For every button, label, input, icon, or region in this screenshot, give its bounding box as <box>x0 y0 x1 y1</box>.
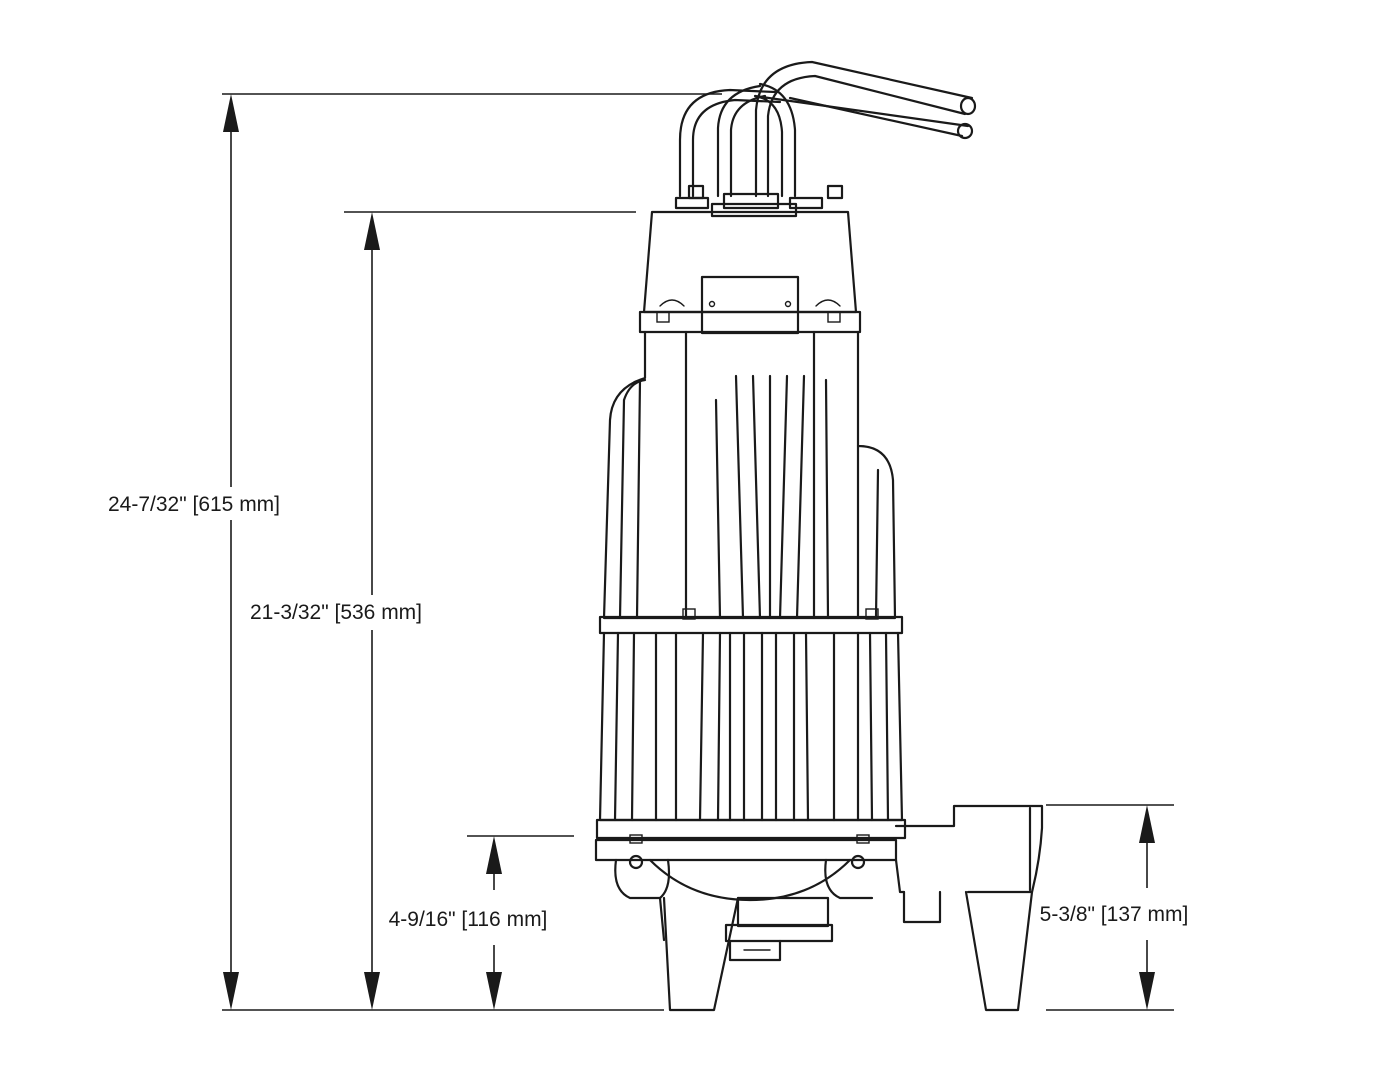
pump-leg-left <box>662 896 740 1012</box>
suction-inlet <box>724 923 834 943</box>
inlet-arrow-up <box>486 836 502 874</box>
inlet-height-label: 4-9/16" [116 mm] <box>389 908 548 931</box>
pump-illustration <box>594 60 1044 1012</box>
cable-fittings <box>674 184 844 218</box>
junction-box <box>700 275 800 335</box>
discharge-arrow-down <box>1139 972 1155 1010</box>
motor-arrow-down <box>364 972 380 1010</box>
overall-height-dimension: 24-7/32" [615 mm] <box>108 93 722 1011</box>
discharge-height-dimension: 5-3/8" [137 mm] <box>1040 804 1189 1011</box>
overall-height-label: 24-7/32" [615 mm] <box>108 493 280 516</box>
volute <box>594 804 1044 1012</box>
lower-housing <box>595 631 907 844</box>
motor-height-dimension: 21-3/32" [536 mm] <box>250 211 636 1010</box>
cable-end-upper <box>959 96 977 116</box>
motor-cap <box>638 210 862 335</box>
motor-housing <box>598 330 904 635</box>
pump-leg-right <box>964 890 1034 1012</box>
overall-arrow-down <box>223 972 239 1010</box>
discharge-arrow-up <box>1139 805 1155 843</box>
cable-end-lower <box>956 122 974 140</box>
overall-arrow-up <box>223 94 239 132</box>
discharge-height-label: 5-3/8" [137 mm] <box>1040 903 1189 926</box>
inlet-arrow-down <box>486 972 502 1010</box>
motor-height-label: 21-3/32" [536 mm] <box>250 601 422 624</box>
inlet-height-dimension: 4-9/16" [116 mm] <box>389 835 574 1010</box>
motor-arrow-up <box>364 212 380 250</box>
power-cables <box>678 60 977 198</box>
